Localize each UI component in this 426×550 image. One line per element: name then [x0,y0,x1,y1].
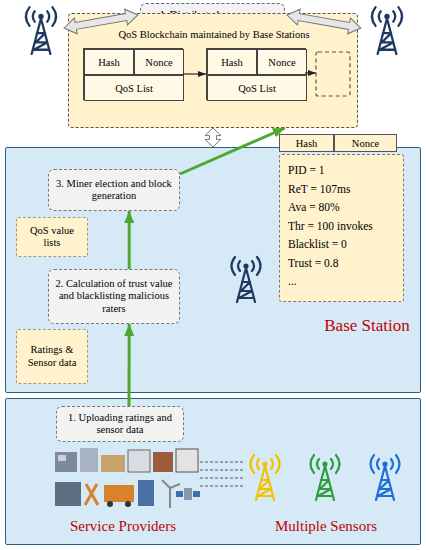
block-record: HashNonceQoS List [83,48,183,100]
block-header-cell: Hash [279,134,334,152]
sensor-links [200,462,245,486]
chain-link [305,72,316,73]
qos-value: Thr = 100 invokes [288,217,395,236]
process-box: 2. Calculation of trust value and blackl… [48,269,180,324]
block-cell: QoS List [207,75,307,101]
block-cell: Nonce [257,49,307,75]
device-icon [101,455,125,472]
block-record: HashNoncePID = 1ReT = 107msAva = 80%Thr … [279,134,404,302]
process-box: Ratings & Sensor data [16,329,88,384]
machine-icon [55,482,81,506]
box-label: 2. Calculation of trust value and blackl… [54,278,174,314]
device-icon [80,448,98,472]
service-provider-images [55,448,200,508]
group-panel: QoS Blockchain maintained by Base Statio… [68,13,358,128]
panel-title: QoS Blockchain maintained by Base Statio… [69,29,359,41]
flow-arrow [128,211,131,269]
dashed-link [200,462,245,463]
pending-block [316,52,350,96]
group-panel: Base Station 3. Miner election and block … [5,147,421,393]
satellite-icon [184,488,192,500]
dashed-link [200,470,245,471]
process-box: 3. Miner election and block generation [48,169,180,211]
truck-icon [104,485,134,502]
panel-title: Base Station [323,317,411,336]
panel-title: Multiple Sensors [246,518,406,535]
box-label: QoS value lists [22,225,82,249]
double-arrow [63,7,140,36]
flow-arrow [180,128,285,174]
block-header-cell: Nonce [334,134,397,152]
double-arrow [286,7,363,36]
double-arrow [205,128,221,147]
consensus-arrow [63,7,140,36]
device-icon [153,452,173,472]
qos-value: ... [288,272,395,291]
box-label: 1. Uploading ratings and sensor data [62,412,178,436]
dashed-link [200,478,245,479]
block-cell: Hash [207,49,257,75]
tower-icon [232,257,261,302]
qos-value: PID = 1 [288,161,395,180]
sensor-antenna [371,455,400,500]
device-icon [176,449,198,472]
robot-icon [138,480,154,506]
block-record: HashNonceQoS List [206,48,306,100]
truck-wheel [125,501,131,507]
block-cell: Nonce [134,49,184,75]
wind-turbine-icon [162,480,180,508]
qos-value: ReT = 107ms [288,180,395,199]
sensor-antenna [311,455,340,500]
tools-icon [85,484,98,505]
box-label: Ratings & Sensor data [22,344,82,368]
qos-value: Ava = 80% [288,198,395,217]
qos-value: Blacklist = 0 [288,235,395,254]
panel-title: Service Providers [43,518,203,535]
tower-icon [26,7,56,54]
process-box: QoS value lists [16,217,88,257]
block-body: PID = 1ReT = 107msAva = 80%Thr = 100 inv… [279,154,404,302]
consensus-arrow [286,7,363,36]
tower-icon [372,7,402,54]
chain-link [183,73,206,74]
machine-icon [55,452,77,472]
truck-wheel [107,501,113,507]
box-label: 3. Miner election and block generation [54,178,174,202]
block-cell: Hash [84,49,134,75]
dashed-link [200,486,245,487]
group-panel: Service Providers Multiple Sensors 1. Uplo… [5,398,421,545]
flow-arrow [128,324,131,406]
block-cell: QoS List [84,75,184,101]
satellite-icon [193,491,200,497]
machine-icon [58,455,66,461]
process-box: 1. Uploading ratings and sensor data [56,406,184,442]
satellite-icon [176,491,183,497]
sensor-antenna [251,455,280,500]
qos-value: Trust = 0.8 [288,254,395,273]
device-icon [128,450,150,472]
